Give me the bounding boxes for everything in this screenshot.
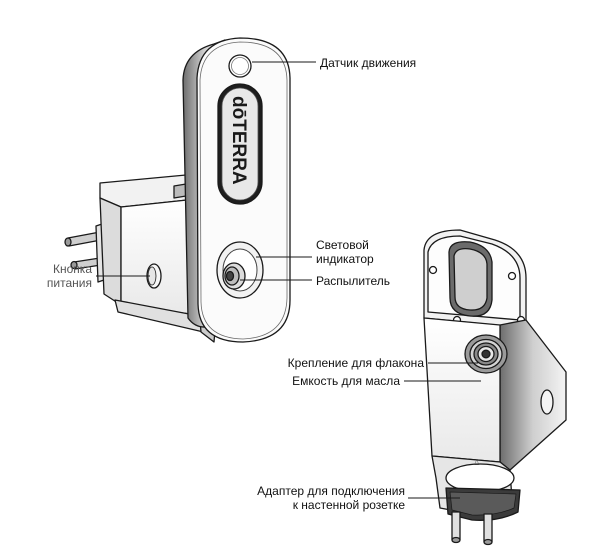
- front-device: [64, 37, 291, 343]
- label-light-indicator-line2: индикатор: [316, 252, 374, 266]
- sprayer-nozzle: [222, 262, 246, 290]
- leader-lines: [96, 61, 481, 499]
- label-adapter-line2: к настенной розетке: [292, 498, 405, 512]
- label-light-indicator-line1: Световой: [316, 238, 369, 252]
- motion-sensor: [228, 54, 252, 78]
- label-oil-container: Емкость для масла: [292, 374, 400, 388]
- label-motion-sensor: Датчик движения: [320, 56, 417, 70]
- label-sprayer: Распылитель: [316, 274, 390, 288]
- label-adapter-line1: Адаптер для подключения: [257, 484, 405, 498]
- adapter-prongs: [451, 511, 493, 546]
- front-base-left-face: [99, 197, 122, 306]
- back-right-face: [499, 319, 567, 471]
- back-device: △: [423, 229, 567, 546]
- label-bottle-mount: Крепление для флакона: [287, 356, 424, 370]
- svg-text:△: △: [474, 459, 480, 466]
- label-power-button-line1: Кнопка: [53, 262, 92, 276]
- brand-logo: dōTERRA: [228, 96, 249, 185]
- label-power-button-line2: питания: [46, 276, 92, 290]
- bottle-mount: [464, 334, 508, 374]
